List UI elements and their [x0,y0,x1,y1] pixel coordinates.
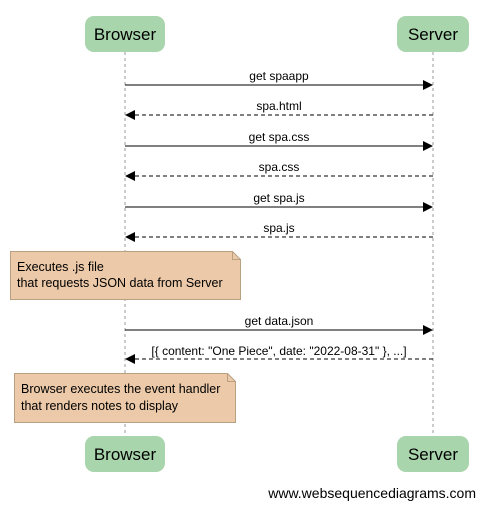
message-2: get spa.css [125,130,433,151]
note-line: Browser executes the event handler [21,382,220,396]
message-7: [{ content: "One Piece", date: "2022-08-… [125,344,433,364]
note-fold [232,251,241,260]
actor-box [85,436,165,472]
watermark-text: www.websequencediagrams.com [267,485,476,501]
actor-label: Server [408,25,458,44]
note-1: Browser executes the event handler that … [14,373,236,423]
message-3: spa.css [125,160,433,181]
message-label: [{ content: "One Piece", date: "2022-08-… [151,344,406,358]
actor-label: Server [408,445,458,464]
actor-box [85,16,165,52]
message-label: get spa.css [249,130,310,144]
note-line: that renders notes to display [21,399,179,413]
message-label: get spaapp [249,69,309,83]
message-4: get spa.js [125,191,433,212]
actor-box [397,436,469,472]
actor-label: Browser [94,445,157,464]
actor-browser-top: Browser [85,16,165,52]
message-5: spa.js [125,221,433,242]
message-1: spa.html [125,99,433,120]
note-fold [227,373,236,382]
message-label: spa.js [263,221,294,235]
note-box [14,373,236,423]
actor-server-bottom: Server [397,436,469,472]
note-line: that requests JSON data from Server [17,276,223,290]
actor-label: Browser [94,25,157,44]
message-label: spa.html [256,99,301,113]
actor-server-top: Server [397,16,469,52]
note-0: Executes .js file that requests JSON dat… [10,251,241,300]
note-line: Executes .js file [17,260,104,274]
message-0: get spaapp [125,69,433,90]
message-label: get data.json [245,314,314,328]
message-label: spa.css [259,160,300,174]
actor-browser-bottom: Browser [85,436,165,472]
message-6: get data.json [125,314,433,335]
note-box [10,251,241,300]
actor-box [397,16,469,52]
message-label: get spa.js [253,191,304,205]
